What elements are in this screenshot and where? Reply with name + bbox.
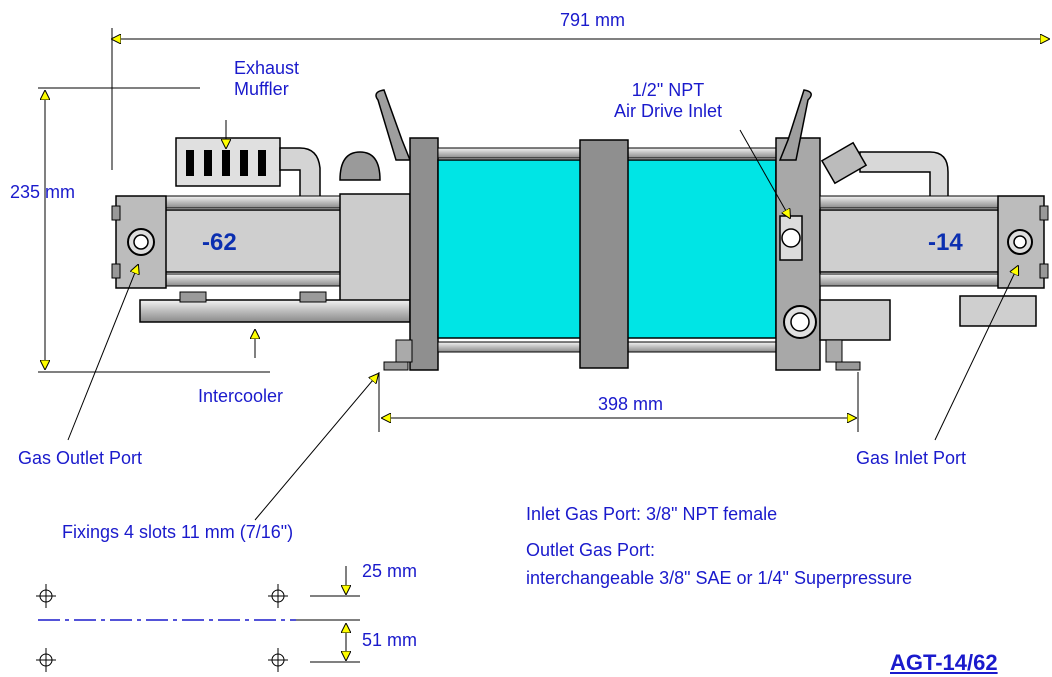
outlet-note-detail: interchangeable 3/8" SAE or 1/4" Superpr…: [526, 568, 913, 588]
left-clamp-handle: [375, 89, 412, 161]
leader-lines: [67, 120, 1018, 521]
right-clamp-handle: [778, 89, 812, 161]
exhaust-muffler: [175, 137, 321, 199]
intercooler-tube: [139, 291, 411, 323]
slot-spacing-label: 398 mm: [598, 394, 664, 414]
overall-length-label: 791 mm: [560, 10, 626, 30]
left-drive-housing: [339, 193, 411, 313]
inlet-note: Inlet Gas Port: 3/8" NPT female: [526, 504, 778, 524]
right-gas-section: [819, 195, 1049, 289]
slot-offset-large-label: 51 mm: [362, 630, 418, 650]
right-gas-piping: [859, 151, 949, 199]
slot-layout-sketch: [36, 566, 360, 672]
right-stage-label: -14: [928, 229, 963, 256]
intercooler-label: Intercooler: [198, 386, 284, 406]
gas-inlet-port-label: Gas Inlet Port: [856, 448, 967, 468]
air-drive-inlet-label: 1/2" NPT Air Drive Inlet: [614, 80, 723, 121]
slot-offset-small-label: 25 mm: [362, 561, 418, 581]
center-tie-band: [579, 139, 629, 369]
model-link[interactable]: AGT-14/62: [890, 650, 998, 675]
fixings-label: Fixings 4 slots 11 mm (7/16"): [62, 522, 294, 542]
left-stage-label: -62: [202, 229, 237, 256]
height-dimension: [38, 87, 270, 373]
gas-outlet-port-label: Gas Outlet Port: [18, 448, 143, 468]
air-drive-inlet-fitting: [779, 215, 803, 261]
height-label: 235 mm: [10, 182, 76, 202]
mounting-feet: [383, 361, 861, 371]
outlet-note-title: Outlet Gas Port:: [526, 540, 656, 560]
exhaust-muffler-label: Exhaust Muffler: [234, 58, 300, 99]
right-lower-fittings: [783, 295, 1037, 363]
drive-knob: [339, 151, 381, 181]
left-gas-section: [111, 195, 351, 289]
left-end-plate: [409, 137, 439, 371]
overall-length-dimension: [112, 28, 1049, 170]
